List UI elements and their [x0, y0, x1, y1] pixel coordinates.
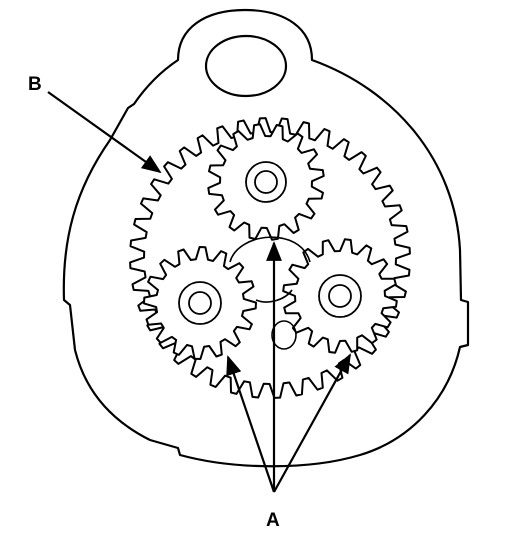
planet-hub-left-planet — [178, 281, 222, 325]
planet-hub-top-planet — [245, 161, 287, 203]
leader-line-a-right — [273, 353, 351, 493]
planet-hub-right-planet — [318, 274, 362, 318]
leader-line-b — [47, 91, 162, 174]
planet-bore-right-planet — [328, 284, 352, 308]
sun-gear-arc-lower — [255, 289, 293, 303]
label-a: A — [266, 510, 280, 531]
leader-lines — [47, 91, 351, 493]
planet-bore-left-planet — [188, 291, 212, 315]
internal-details — [229, 236, 311, 350]
planet-bore-top-planet — [254, 170, 278, 194]
sun-gear-arc — [229, 236, 311, 263]
leader-line-a-left — [226, 355, 276, 493]
planet-gear-left-planet — [143, 246, 257, 360]
planet-gear-top-planet — [207, 123, 325, 241]
planet-gear-right-planet — [282, 238, 398, 354]
label-b: B — [28, 74, 42, 95]
pin-hole — [271, 320, 297, 350]
mounting-hole — [204, 34, 288, 98]
